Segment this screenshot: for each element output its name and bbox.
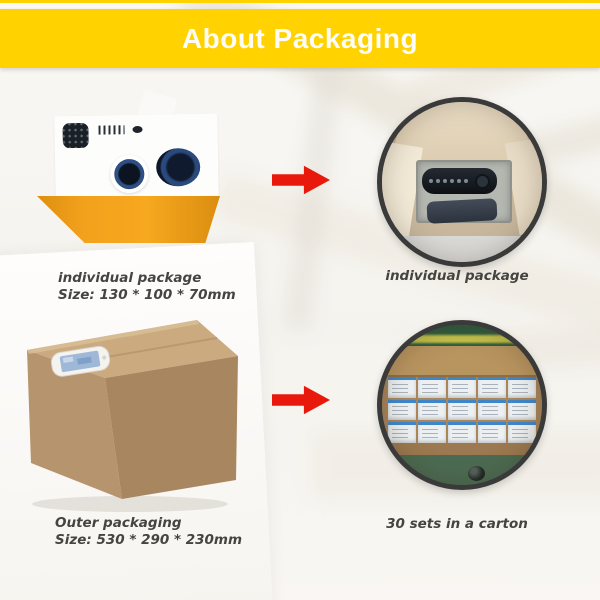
carton-shadow: [32, 496, 228, 512]
packed-box: [388, 422, 417, 443]
individual-package-caption-line1: individual package: [58, 270, 202, 286]
packed-box: [477, 422, 506, 443]
lock-knob-left-face: [114, 158, 145, 190]
title-banner: About Packaging: [0, 9, 600, 68]
packed-box: [507, 422, 536, 443]
individual-detail-caption: individual package: [385, 268, 529, 284]
top-accent-strip: [0, 0, 600, 3]
carton-edge-highlight: [27, 320, 199, 354]
package-top-face: [54, 113, 219, 199]
carton-boxes-grid: [388, 377, 536, 443]
outer-packaging-caption-line1: Outer packaging: [55, 515, 182, 531]
carton-detail-photo: [377, 320, 547, 490]
packed-box: [418, 377, 447, 398]
packed-box: [507, 399, 536, 421]
packed-box: [448, 377, 476, 398]
carton-edge-band: [401, 334, 523, 343]
packed-box: [477, 377, 506, 398]
individual-package-photo: [30, 89, 245, 252]
individual-package-caption: individual package Size: 130 * 100 * 70m…: [58, 270, 236, 303]
carton-front-face: [105, 356, 238, 499]
lock-cylinder-icon: [132, 125, 143, 134]
packed-box: [448, 422, 476, 443]
lock-knob-left: [109, 154, 149, 194]
outer-packaging-caption: Outer packaging Size: 530 * 290 * 230mm: [55, 515, 242, 548]
individual-package-detail-photo: [377, 97, 547, 267]
table-background: [382, 454, 542, 485]
packed-box: [418, 399, 447, 421]
page-title: About Packaging: [181, 22, 419, 54]
lock-knob-icon: [475, 173, 491, 189]
individual-package-size: Size: 130 * 100 * 70mm: [58, 286, 236, 303]
outer-carton-photo: [27, 320, 238, 512]
lock-knob-on-table: [468, 465, 486, 481]
carton-left-face: [27, 350, 122, 499]
carton-detail-caption: 30 sets in a carton: [386, 516, 528, 532]
lock-knob-right: [155, 147, 201, 187]
table-surface: [382, 236, 542, 262]
combination-lock: [422, 168, 498, 194]
phone-on-carton: [50, 345, 111, 377]
dial-marks-icon: [98, 125, 125, 135]
keypad-icon: [62, 122, 89, 149]
photo-vignette: [382, 102, 542, 262]
packed-box: [507, 377, 536, 398]
outer-packaging-size: Size: 530 * 290 * 230mm: [55, 531, 243, 548]
packed-box: [448, 399, 476, 421]
packed-box: [388, 377, 417, 398]
photo-vignette: [382, 325, 542, 485]
packed-box: [388, 399, 417, 421]
packed-box: [418, 422, 447, 443]
carton-interior-flap: [382, 345, 542, 377]
carton-interior-edge: [382, 443, 542, 457]
packed-box: [477, 399, 506, 421]
package-orange-base: [37, 196, 220, 243]
